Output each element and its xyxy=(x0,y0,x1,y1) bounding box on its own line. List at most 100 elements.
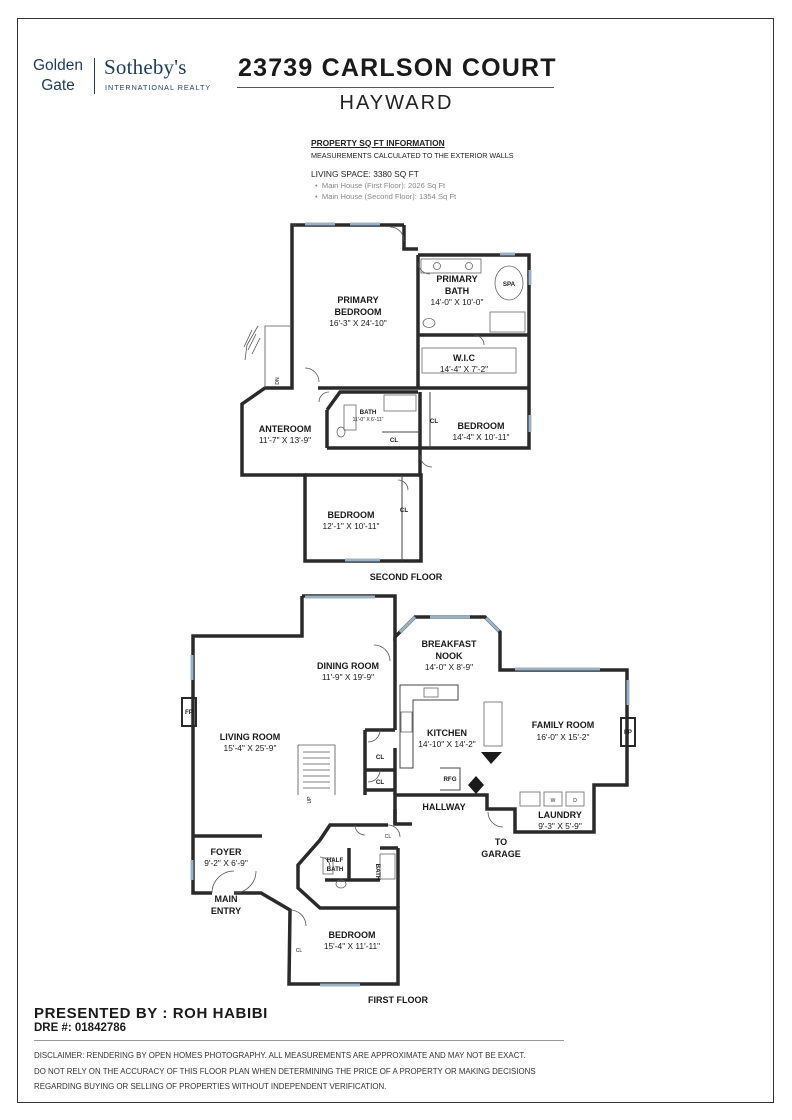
main-entry-label: MAIN xyxy=(215,894,238,904)
primary-bedroom-dims: 16'-3" X 24'-10" xyxy=(329,318,387,328)
closet-walls xyxy=(292,224,431,561)
washer xyxy=(543,791,563,807)
to-garage-label: TO xyxy=(495,837,507,847)
closet-label: CL xyxy=(376,779,384,786)
kitchen-dims: 14'-10" X 14'-2" xyxy=(418,739,476,749)
dre-number: DRE #: 01842786 xyxy=(34,1022,127,1034)
laundry-dims: 9'-3" X 5'-9" xyxy=(538,821,582,831)
primary-bath-label: PRIMARY xyxy=(436,274,477,284)
primary-bedroom-label: PRIMARY xyxy=(337,295,378,305)
breakfast-nook-dims: 14'-0" X 8'-9" xyxy=(425,662,473,672)
kitchen-column xyxy=(481,752,502,764)
bedroom-south-dims: 12'-1" X 10'-11" xyxy=(323,521,380,531)
sqft-heading: PROPERTY SQ FT INFORMATION xyxy=(311,138,445,148)
cooktop xyxy=(400,711,413,733)
fireplace xyxy=(620,717,636,747)
dryer xyxy=(565,791,585,807)
closet-label: CL xyxy=(400,507,408,514)
closet-shelf xyxy=(421,347,517,374)
wic-dims: 14'-4" X 7'-2" xyxy=(440,364,488,374)
dryer-label: D xyxy=(573,798,577,804)
closet-label: CL xyxy=(430,418,438,425)
bath-label: BATH xyxy=(374,864,381,881)
sothebys-wordmark: Sotheby's xyxy=(104,55,187,79)
living-room-dims: 15'-4" X 25'-9" xyxy=(224,743,277,753)
door-swing xyxy=(211,644,504,927)
washer-label: W xyxy=(551,798,556,804)
family-room-label: FAMILY ROOM xyxy=(532,720,595,730)
first-floor-label: FIRST FLOOR xyxy=(368,995,428,1005)
half-bath-vanity xyxy=(322,857,334,875)
kitchen-label: KITCHEN xyxy=(427,728,467,738)
window xyxy=(190,595,630,987)
bedroom-label: BEDROOM xyxy=(329,930,376,940)
closet-label: CL xyxy=(390,437,398,444)
staircase xyxy=(297,744,336,795)
property-city: HAYWARD xyxy=(339,92,454,114)
bedroom-dims: 15'-4" X 11'-11" xyxy=(324,941,380,951)
stair-up-label: UP xyxy=(307,796,313,804)
primary-bath-label: BATH xyxy=(445,286,469,296)
second-floor-plan: PRIMARY BEDROOM 16'-3" X 24'-10" PRIMARY… xyxy=(240,222,532,582)
toilet xyxy=(335,879,347,889)
kitchen-island xyxy=(483,701,503,747)
foyer-label: FOYER xyxy=(210,847,242,857)
title-divider xyxy=(237,87,554,88)
sqft-item-first-floor: • Main House (First Floor): 2026 Sq Ft xyxy=(315,181,446,190)
bath-tub xyxy=(383,394,417,412)
to-garage-label: GARAGE xyxy=(481,849,521,859)
refrigerator-label: RFG xyxy=(443,776,456,783)
spa-tub xyxy=(494,265,524,301)
closet-label: CL xyxy=(296,948,303,954)
second-floor-label: SECOND FLOOR xyxy=(370,572,443,582)
half-bath-label: HALF xyxy=(327,857,344,864)
fireplace-label: FP xyxy=(624,729,632,736)
dining-room-dims: 11'-9" X 19'-9" xyxy=(322,672,374,682)
bath-dims: 11'-0" X 6'-11" xyxy=(353,417,384,423)
breakfast-nook-label: BREAKFAST xyxy=(421,639,477,649)
disclaimer: DISCLAIMER: RENDERING BY OPEN HOMES PHOT… xyxy=(34,1040,564,1095)
sqft-info: PROPERTY SQ FT INFORMATION MEASUREMENTS … xyxy=(311,138,514,201)
presented-by: PRESENTED BY : ROH HABIBI xyxy=(34,1005,268,1022)
closet-label: CL xyxy=(385,834,392,840)
vanity xyxy=(420,258,482,274)
international-realty-wordmark: INTERNATIONAL REALTY xyxy=(105,83,212,92)
first-floor-plan: BREAKFAST NOOK 14'-0" X 8'-9" DINING ROO… xyxy=(181,594,636,1005)
living-room-label: LIVING ROOM xyxy=(220,732,281,742)
family-room-dims: 16'-0" X 15'-2" xyxy=(537,732,590,742)
anteroom-label: ANTEROOM xyxy=(259,424,312,434)
window xyxy=(305,222,532,562)
fireplace xyxy=(181,697,197,727)
sqft-method: MEASUREMENTS CALCULATED TO THE EXTERIOR … xyxy=(311,151,514,160)
spa-label: SPA xyxy=(503,281,516,288)
sqft-item-second-floor: • Main House (Second Floor): 1354 Sq Ft xyxy=(315,192,457,201)
stair-railing xyxy=(243,325,292,388)
shower xyxy=(489,311,526,333)
wic-label: W.I.C xyxy=(453,353,475,363)
dining-room-label: DINING ROOM xyxy=(317,661,379,671)
foyer-dims: 9'-2" X 6'-9" xyxy=(204,858,248,868)
main-entry-label: ENTRY xyxy=(211,906,241,916)
sink xyxy=(465,262,473,270)
vanity xyxy=(343,404,357,431)
sink xyxy=(433,262,441,270)
page-border xyxy=(17,18,774,1103)
primary-bedroom-label: BEDROOM xyxy=(335,307,382,317)
bedroom-south-label: BEDROOM xyxy=(328,510,375,520)
counter-outline xyxy=(399,684,461,791)
toilet xyxy=(336,426,346,438)
laundry-sink xyxy=(519,791,541,807)
primary-bath-dims: 14'-0" X 10'-0" xyxy=(431,297,484,307)
bath-label: BATH xyxy=(360,409,377,416)
hallway-label: HALLWAY xyxy=(422,802,465,812)
bedroom-east-dims: 14'-4" X 10'-11" xyxy=(453,432,510,442)
living-space: LIVING SPACE: 3380 SQ FT xyxy=(311,169,419,179)
second-floor-interior-walls xyxy=(305,255,529,477)
hallway-column xyxy=(468,776,484,794)
property-address: 23739 CARLSON COURT xyxy=(238,54,557,82)
door-swing xyxy=(304,226,485,491)
logo-divider xyxy=(94,58,95,94)
